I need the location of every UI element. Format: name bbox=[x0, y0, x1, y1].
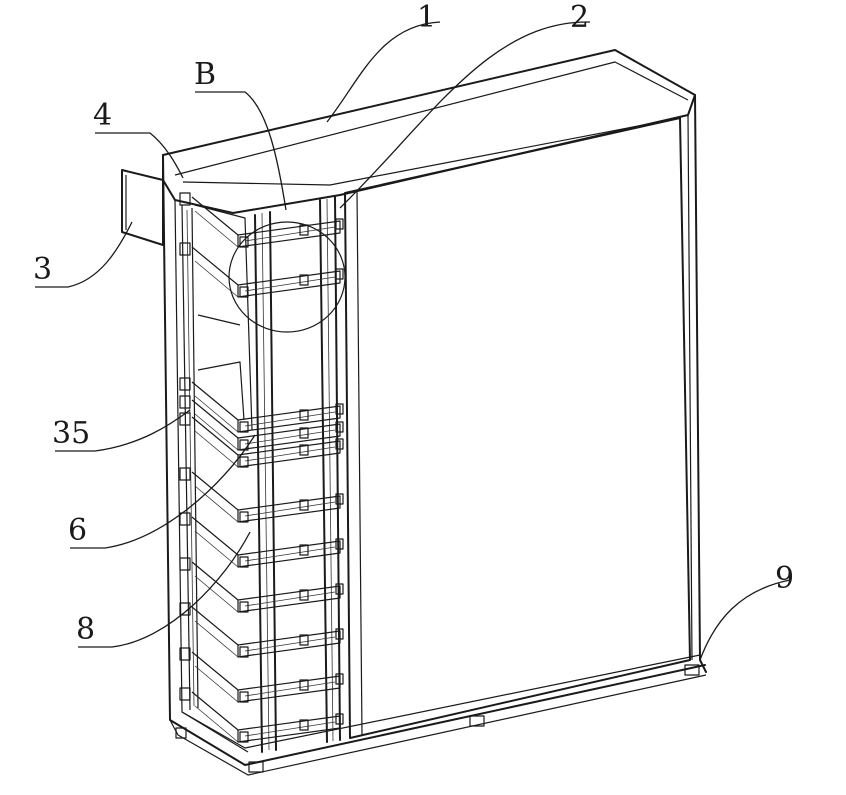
leader-lines bbox=[35, 21, 791, 661]
drawer-row bbox=[179, 557, 344, 613]
label-2: 2 bbox=[570, 0, 590, 35]
drawer-row bbox=[179, 192, 344, 248]
label-9: 9 bbox=[775, 561, 795, 596]
label-8: 8 bbox=[76, 612, 96, 647]
leader-9 bbox=[699, 579, 791, 661]
leader-3 bbox=[35, 221, 133, 288]
drawer-row bbox=[179, 687, 344, 743]
label-4: 4 bbox=[93, 98, 113, 133]
label-6: 6 bbox=[68, 513, 88, 548]
drawer-row bbox=[179, 512, 344, 568]
label-35: 35 bbox=[52, 416, 91, 451]
drawer-row bbox=[179, 395, 344, 451]
leader-4 bbox=[95, 132, 184, 179]
drawer-row bbox=[179, 602, 344, 658]
leader-1 bbox=[326, 21, 441, 123]
drawer-row bbox=[179, 242, 344, 298]
leader-35 bbox=[55, 409, 191, 452]
drawer-row bbox=[179, 412, 344, 468]
leader-2 bbox=[339, 21, 591, 209]
label-3: 3 bbox=[33, 252, 53, 287]
leader-6 bbox=[70, 434, 256, 549]
drawer-rows bbox=[179, 192, 344, 743]
drawer-row bbox=[179, 647, 344, 703]
label-1: 1 bbox=[417, 0, 437, 35]
side-plate bbox=[121, 169, 164, 246]
leader-b bbox=[195, 91, 287, 211]
drawer-row bbox=[179, 467, 344, 523]
detail-circle-b bbox=[228, 221, 346, 333]
drawer-row bbox=[179, 377, 344, 433]
leader-8 bbox=[78, 531, 251, 648]
cabinet-body bbox=[162, 49, 707, 776]
label-b: B bbox=[194, 57, 217, 92]
